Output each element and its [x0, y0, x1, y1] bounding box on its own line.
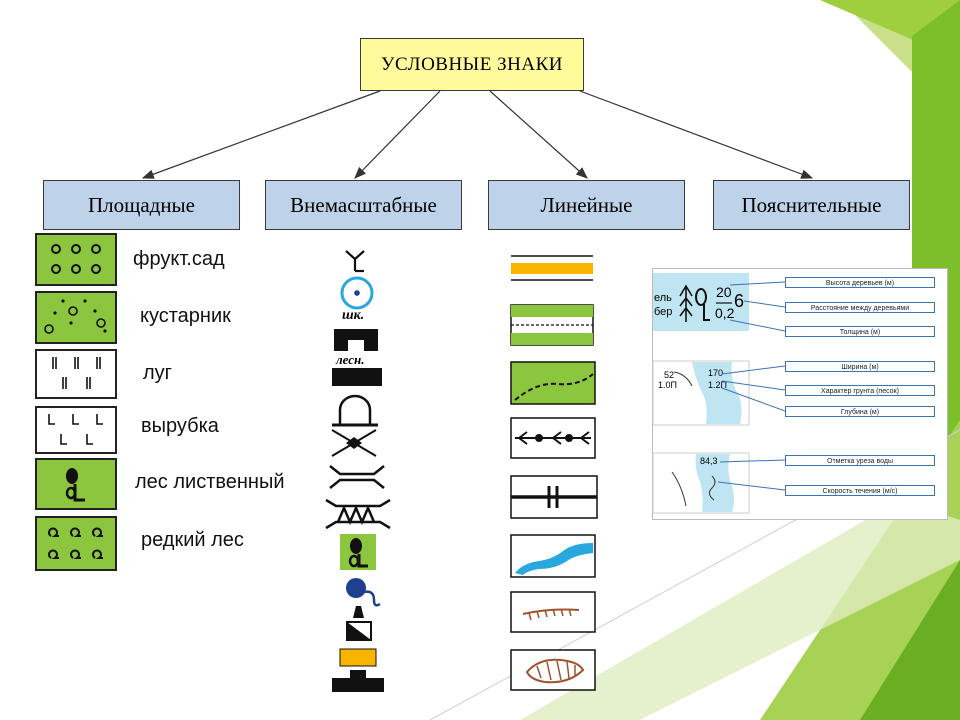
explanatory-tree-panel: [653, 273, 749, 331]
category-linear: Линейные: [488, 180, 685, 230]
linear-sign-trail: [510, 361, 596, 405]
linear-sign-fence: [510, 475, 598, 519]
linear-sign-power-line: [510, 417, 596, 459]
explanatory-tree-distance: 6: [734, 291, 745, 311]
legend-water-level: Отметка уреза воды: [785, 455, 935, 466]
offscale-sign-cave: [332, 394, 378, 427]
legend-river-width: Ширина (м): [785, 361, 935, 372]
explanatory-leader-lines: [717, 281, 786, 491]
legend-current-speed: Скорость течения (м/с): [785, 485, 935, 496]
linear-sign-ravine: [510, 591, 596, 633]
explanatory-tree-height: 20: [716, 284, 732, 300]
diagram-title: УСЛОВНЫЕ ЗНАКИ: [360, 38, 584, 91]
area-sign-clearing: [35, 406, 117, 454]
legend-tree-height: Высота деревьев (м): [785, 277, 935, 288]
explanatory-river-panel: [652, 360, 750, 426]
offscale-sign-tree: [345, 250, 365, 273]
area-sign-orchard: [35, 233, 117, 286]
legend-river-depth: Глубина (м): [785, 406, 935, 417]
area-label-shrub: кустарник: [140, 305, 231, 327]
offscale-label-forestry: лесн.: [336, 352, 365, 367]
category-explanatory: Пояснительные: [713, 180, 910, 230]
explanatory-species-spruce: ель: [654, 292, 672, 304]
explanatory-water-panel: [652, 452, 750, 514]
offscale-sign-bridge: [329, 465, 385, 489]
legend-tree-distance: Расстояние между деревьями: [785, 302, 935, 313]
explanatory-river-depth: 1.2П: [708, 380, 727, 390]
category-area: Площадные: [43, 180, 240, 230]
category-offscale: Внемасштабные: [265, 180, 462, 230]
explanatory-river-mark: 52: [664, 370, 675, 380]
area-label-sparse-forest: редкий лес: [141, 529, 244, 551]
area-sign-deciduous-forest: [35, 458, 117, 510]
linear-sign-clearing-path: [510, 304, 594, 346]
offscale-sign-crossing: [331, 429, 377, 457]
explanatory-river-width: 170: [708, 368, 724, 378]
area-label-deciduous-forest: лес лиственный: [135, 471, 285, 493]
area-sign-meadow: [35, 349, 117, 399]
explanatory-tree-thickness: 0,2: [715, 305, 735, 321]
offscale-sign-well: [340, 276, 374, 310]
offscale-sign-school: [334, 329, 378, 351]
offscale-sign-forestry: [332, 368, 382, 386]
area-label-meadow: луг: [143, 362, 172, 384]
explanatory-river-mark-sub: 1.0П: [658, 380, 677, 390]
linear-sign-river: [510, 534, 596, 578]
offscale-sign-monument: [346, 606, 372, 641]
linear-sign-gully: [510, 649, 596, 691]
offscale-label-school: шк.: [342, 308, 365, 323]
linear-sign-road: [511, 255, 593, 281]
area-label-clearing: вырубка: [141, 415, 219, 437]
legend-river-soil: Характер грунта (песок): [785, 385, 935, 396]
explanatory-water-mark: 84,3: [700, 456, 718, 466]
legend-tree-thickness: Толщина (м): [785, 326, 935, 337]
offscale-sign-dam: [325, 498, 391, 530]
explanatory-species-birch: бер: [654, 306, 673, 318]
offscale-sign-tower: [332, 648, 384, 692]
offscale-sign-spring: [346, 578, 381, 607]
area-sign-shrub: [35, 291, 117, 344]
area-sign-sparse-forest: [35, 516, 117, 571]
offscale-sign-deciduous-tree: [340, 534, 376, 570]
area-label-orchard: фрукт.сад: [133, 248, 225, 270]
